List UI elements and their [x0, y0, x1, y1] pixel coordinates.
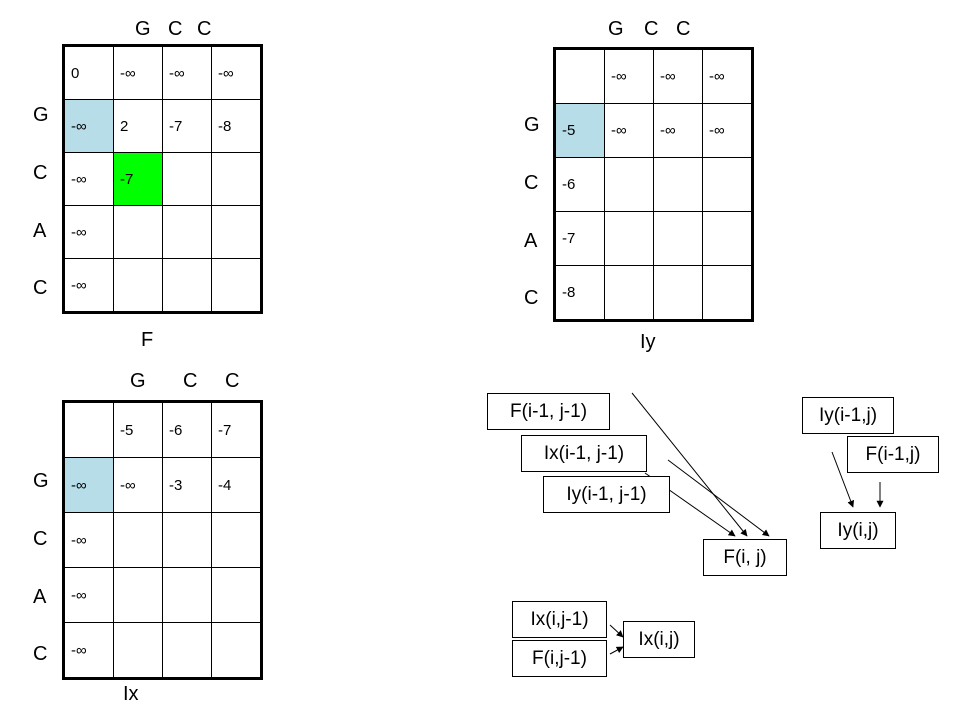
f-col-header-1: G — [135, 18, 151, 40]
ix-cell-0-3: -7 — [211, 401, 262, 458]
f-cell-3-0: -∞ — [63, 205, 114, 259]
ix-cell-2-3 — [211, 512, 262, 568]
ix-cell-4-3 — [211, 622, 262, 679]
ix-col-header-1: G — [130, 370, 146, 392]
arrow-ix-col-to-ix — [609, 624, 624, 638]
ix-cell-2-1 — [113, 512, 163, 568]
f-caption: F — [141, 329, 154, 351]
iy-caption: Iy — [640, 331, 656, 353]
table-row: -∞ — [63, 622, 262, 679]
ix-row-header-3: A — [33, 586, 47, 608]
ix-cell-2-0: -∞ — [63, 512, 114, 568]
node-iy-cur: Iy(i,j) — [820, 512, 896, 549]
f-cell-2-3 — [211, 152, 262, 206]
f-matrix: 0 -∞ -∞ -∞ -∞ 2 -7 -8 -∞ -7 -∞ -∞ — [62, 44, 263, 314]
iy-cell-1-0: -5 — [554, 103, 605, 158]
iy-cell-0-1: -∞ — [604, 48, 654, 104]
f-cell-1-2: -7 — [162, 99, 212, 153]
node-iy-prev-row: Iy(i-1,j) — [802, 397, 894, 434]
ix-caption: Ix — [123, 683, 139, 705]
iy-cell-2-1 — [604, 157, 654, 212]
f-cell-1-1: 2 — [113, 99, 163, 153]
f-cell-2-1: -7 — [113, 152, 163, 206]
table-row: -∞ — [63, 205, 262, 259]
f-row-header-1: G — [33, 104, 49, 126]
table-row: -5 -6 -7 — [63, 401, 262, 458]
table-row: -6 — [554, 157, 753, 212]
arrow-ix-diag-to-f — [667, 459, 770, 537]
iy-cell-4-2 — [653, 265, 703, 321]
node-ix-prev-diag: Ix(i-1, j-1) — [521, 435, 647, 472]
node-ix-cur: Ix(i,j) — [623, 621, 695, 658]
f-cell-4-1 — [113, 258, 163, 313]
iy-row-header-2: C — [524, 172, 539, 194]
iy-row-header-1: G — [524, 114, 540, 136]
iy-cell-1-3: -∞ — [702, 103, 753, 158]
ix-cell-1-1: -∞ — [113, 457, 163, 513]
table-row: -5 -∞ -∞ -∞ — [554, 103, 753, 158]
f-row-header-3: A — [33, 220, 47, 242]
iy-col-header-2: C — [644, 18, 659, 40]
ix-cell-1-2: -3 — [162, 457, 212, 513]
ix-cell-0-1: -5 — [113, 401, 163, 458]
arrow-f-col-to-ix — [609, 646, 624, 655]
ix-col-header-2: C — [183, 370, 198, 392]
iy-cell-2-2 — [653, 157, 703, 212]
node-f-prev-row: F(i-1,j) — [847, 436, 939, 473]
table-row: -∞ — [63, 258, 262, 313]
node-f-prev-col: F(i,j-1) — [512, 640, 607, 677]
node-iy-prev-diag: Iy(i-1, j-1) — [543, 476, 670, 513]
ix-cell-1-3: -4 — [211, 457, 262, 513]
iy-row-header-3: A — [524, 230, 538, 252]
table-row: -∞ -∞ -3 -4 — [63, 457, 262, 513]
table-row: -7 — [554, 211, 753, 266]
ix-row-header-4: C — [33, 643, 48, 665]
f-cell-1-0: -∞ — [63, 99, 114, 153]
table-row: -∞ — [63, 512, 262, 568]
f-col-header-3: C — [197, 18, 212, 40]
ix-cell-0-0 — [63, 401, 114, 458]
f-cell-4-3 — [211, 258, 262, 313]
f-row-header-2: C — [33, 162, 48, 184]
iy-cell-4-1 — [604, 265, 654, 321]
iy-cell-3-0: -7 — [554, 211, 605, 266]
node-f-cur: F(i, j) — [703, 539, 787, 576]
ix-row-header-2: C — [33, 528, 48, 550]
iy-cell-1-1: -∞ — [604, 103, 654, 158]
node-f-prev-diag: F(i-1, j-1) — [487, 393, 610, 430]
f-row-header-4: C — [33, 277, 48, 299]
ix-cell-1-0: -∞ — [63, 457, 114, 513]
ix-col-header-3: C — [225, 370, 240, 392]
ix-cell-3-2 — [162, 567, 212, 623]
f-cell-2-0: -∞ — [63, 152, 114, 206]
table-row: -8 — [554, 265, 753, 321]
table-row: -∞ — [63, 567, 262, 623]
iy-row-header-4: C — [524, 287, 539, 309]
arrow-f-diag-to-f — [631, 392, 748, 537]
arrow-iy-row-to-iy — [831, 451, 855, 508]
ix-matrix: -5 -6 -7 -∞ -∞ -3 -4 -∞ -∞ -∞ — [62, 400, 263, 680]
f-col-header-2: C — [168, 18, 183, 40]
iy-cell-3-1 — [604, 211, 654, 266]
iy-col-header-3: C — [676, 18, 691, 40]
iy-cell-4-0: -8 — [554, 265, 605, 321]
iy-col-header-1: G — [608, 18, 624, 40]
iy-cell-4-3 — [702, 265, 753, 321]
iy-cell-0-3: -∞ — [702, 48, 753, 104]
ix-cell-4-0: -∞ — [63, 622, 114, 679]
ix-row-header-1: G — [33, 470, 49, 492]
f-cell-4-2 — [162, 258, 212, 313]
table-row: -∞ -7 — [63, 152, 262, 206]
table-row: -∞ 2 -7 -8 — [63, 99, 262, 153]
ix-cell-3-0: -∞ — [63, 567, 114, 623]
iy-matrix: -∞ -∞ -∞ -5 -∞ -∞ -∞ -6 -7 -8 — [553, 47, 754, 322]
node-ix-prev-col: Ix(i,j-1) — [512, 601, 607, 638]
